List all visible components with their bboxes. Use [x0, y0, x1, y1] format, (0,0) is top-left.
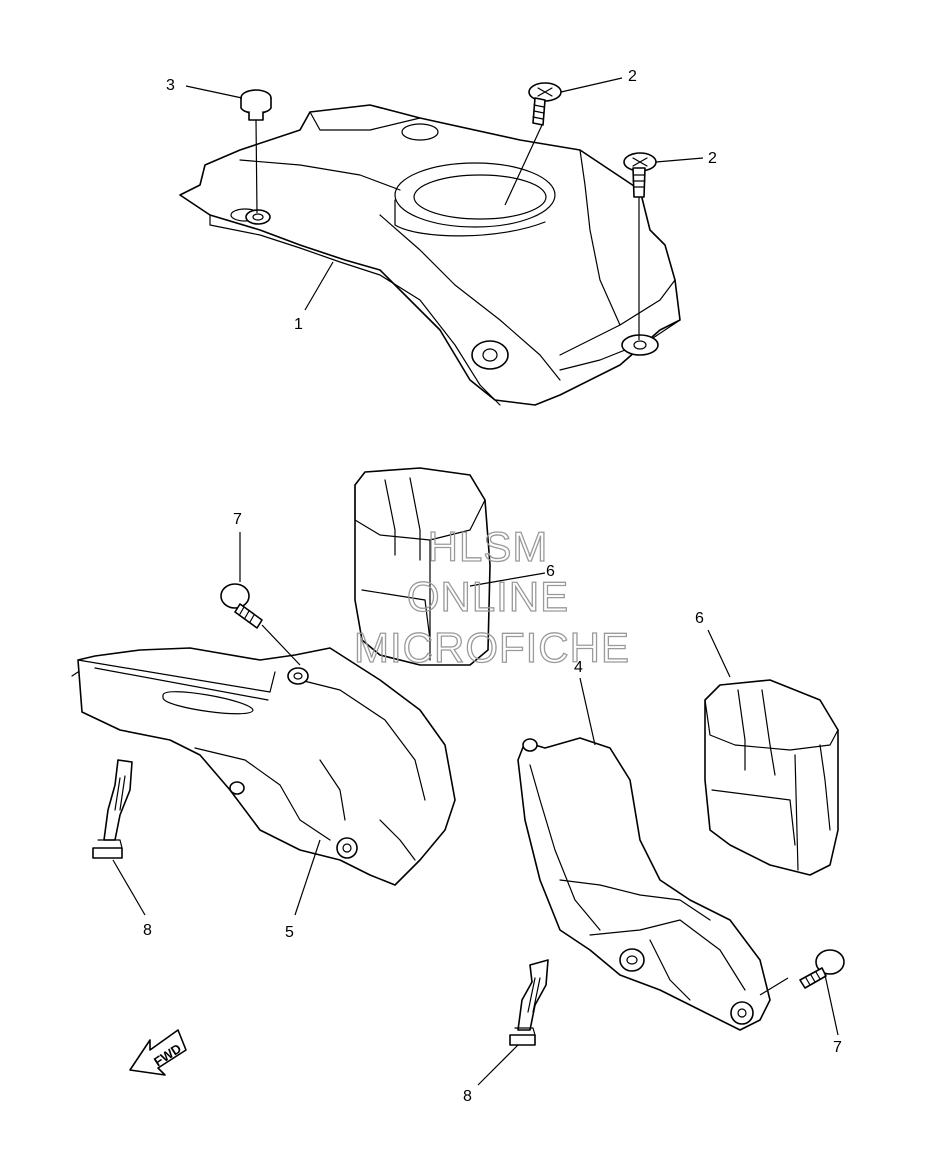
- callout-2-top: 2: [628, 68, 637, 85]
- part-6-box-lower: [704, 679, 839, 876]
- callout-7-left: 7: [233, 511, 242, 528]
- watermark-line-1: HLSM: [428, 523, 549, 570]
- part-1-upper-cover: [179, 104, 681, 406]
- part-2-screw-top: [528, 82, 562, 126]
- callout-8-left: 8: [143, 922, 152, 939]
- callout-3: 3: [166, 77, 175, 94]
- callout-6-lower: 6: [695, 610, 704, 627]
- watermark: HLSM ONLINE MICROFICHE: [353, 522, 630, 671]
- callout-6-upper: 6: [546, 563, 555, 580]
- watermark-line-3: MICROFICHE: [354, 624, 630, 671]
- callout-1: 1: [294, 316, 303, 333]
- callout-5: 5: [285, 924, 294, 941]
- callout-8-right: 8: [463, 1088, 472, 1105]
- part-2-screw-right: [623, 152, 657, 198]
- part-7-bolt-right: [799, 949, 845, 989]
- part-5-side-cover: [71, 647, 456, 886]
- part-8-clip-right: [509, 959, 549, 1046]
- callout-4: 4: [574, 659, 583, 676]
- part-6-box-upper: [354, 467, 491, 666]
- watermark-line-2: ONLINE: [407, 573, 569, 620]
- callout-2-right: 2: [708, 150, 717, 167]
- part-8-clip-left: [92, 759, 133, 859]
- fwd-direction-arrow: FWD: [129, 1029, 187, 1076]
- part-7-bolt-left: [220, 583, 263, 629]
- leader-lines: [112, 77, 839, 1086]
- part-3-grommet: [240, 89, 272, 121]
- callout-7-right: 7: [833, 1039, 842, 1056]
- callout-numbers: 3 2 2 1 7 6 6 4 8 5 7 8: [143, 68, 842, 1105]
